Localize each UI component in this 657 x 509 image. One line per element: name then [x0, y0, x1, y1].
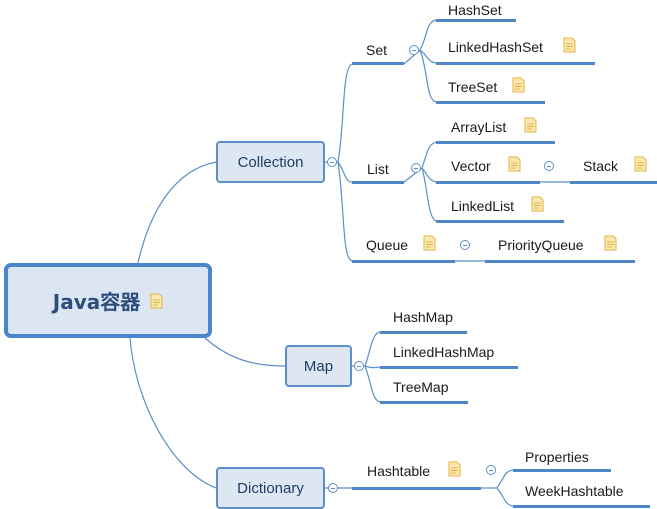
- hashmap-underline: [380, 331, 467, 334]
- note-icon[interactable]: [634, 156, 647, 172]
- weekhashtable-underline: [513, 505, 650, 508]
- hashtable-underline: [352, 487, 481, 490]
- note-icon[interactable]: [508, 156, 521, 172]
- note-icon[interactable]: [423, 235, 436, 251]
- linkedlist-underline: [436, 220, 564, 223]
- note-icon[interactable]: [512, 77, 525, 93]
- vector-underline: [436, 181, 540, 184]
- linkedhashmap-underline: [380, 366, 518, 369]
- note-icon[interactable]: [531, 196, 544, 212]
- node-linkedhashset[interactable]: LinkedHashSet: [448, 39, 543, 55]
- dictionary-collapse-toggle[interactable]: [328, 483, 338, 493]
- set-collapse-toggle[interactable]: [409, 45, 419, 55]
- stack-underline: [570, 181, 657, 184]
- hashtable-weekhashtable-connector: [496, 487, 514, 507]
- set-underline: [352, 62, 404, 65]
- map-hashmap-connector: [364, 331, 381, 367]
- root-map-connector: [204, 337, 286, 367]
- treemap-underline: [380, 401, 468, 404]
- map-linkedhashmap-connector: [364, 365, 381, 369]
- linkedhashset-underline: [436, 62, 595, 65]
- collection-label: Collection: [237, 153, 304, 171]
- node-linkedhashmap[interactable]: LinkedHashMap: [393, 344, 495, 360]
- treeset-underline: [436, 101, 545, 104]
- node-treeset[interactable]: TreeSet: [448, 79, 498, 95]
- map-treemap-connector: [364, 365, 381, 403]
- node-hashset[interactable]: HashSet: [448, 2, 502, 18]
- node-treemap[interactable]: TreeMap: [393, 379, 449, 395]
- list-arraylist-connector: [421, 141, 437, 169]
- dictionary-node[interactable]: Dictionary: [216, 467, 325, 509]
- node-arraylist[interactable]: ArrayList: [451, 119, 507, 135]
- priorityqueue-underline: [485, 260, 635, 263]
- collection-set-connector: [337, 63, 353, 163]
- collection-list-connector: [337, 161, 353, 183]
- note-icon[interactable]: [604, 235, 617, 251]
- hashtable-properties-connector: [496, 469, 514, 489]
- set-hashset-connector: [419, 19, 437, 51]
- map-node[interactable]: Map: [285, 345, 352, 387]
- root-collection-connector: [137, 161, 217, 264]
- note-icon[interactable]: [524, 117, 537, 133]
- queue-collapse-toggle[interactable]: [460, 240, 470, 250]
- set-treeset-connector: [419, 49, 437, 103]
- node-list[interactable]: List: [367, 161, 389, 177]
- node-hashmap[interactable]: HashMap: [393, 309, 453, 325]
- arraylist-underline: [436, 141, 555, 144]
- map-label: Map: [303, 357, 334, 375]
- node-properties[interactable]: Properties: [525, 449, 589, 465]
- node-priorityqueue[interactable]: PriorityQueue: [498, 237, 584, 253]
- collection-queue-connector: [337, 161, 353, 262]
- properties-underline: [513, 469, 611, 472]
- root-dictionary-connector: [129, 337, 217, 489]
- dictionary-label: Dictionary: [237, 479, 304, 497]
- note-icon[interactable]: [563, 37, 576, 53]
- node-stack[interactable]: Stack: [583, 158, 619, 174]
- node-weekhashtable[interactable]: WeekHashtable: [525, 483, 624, 499]
- queue-underline: [352, 260, 455, 263]
- node-set[interactable]: Set: [366, 42, 388, 58]
- set-linkedhashset-connector: [419, 49, 437, 64]
- note-icon[interactable]: [150, 293, 163, 309]
- node-hashtable[interactable]: Hashtable: [367, 463, 431, 479]
- collection-node[interactable]: Collection: [216, 141, 325, 183]
- node-linkedlist[interactable]: LinkedList: [451, 198, 515, 214]
- root-label: Java容器: [52, 290, 141, 314]
- root-node-java-containers[interactable]: Java容器: [4, 263, 212, 338]
- collection-collapse-toggle[interactable]: [327, 157, 337, 167]
- node-vector[interactable]: Vector: [451, 158, 491, 174]
- list-vector-connector: [421, 167, 437, 183]
- vector-collapse-toggle[interactable]: [544, 161, 554, 171]
- map-collapse-toggle[interactable]: [354, 361, 364, 371]
- list-collapse-toggle[interactable]: [411, 163, 421, 173]
- hashtable-collapse-toggle[interactable]: [486, 465, 496, 475]
- node-queue[interactable]: Queue: [366, 237, 409, 253]
- list-underline: [352, 181, 404, 184]
- hashset-underline: [436, 19, 516, 22]
- note-icon[interactable]: [448, 461, 461, 477]
- list-linkedlist-connector: [421, 167, 437, 222]
